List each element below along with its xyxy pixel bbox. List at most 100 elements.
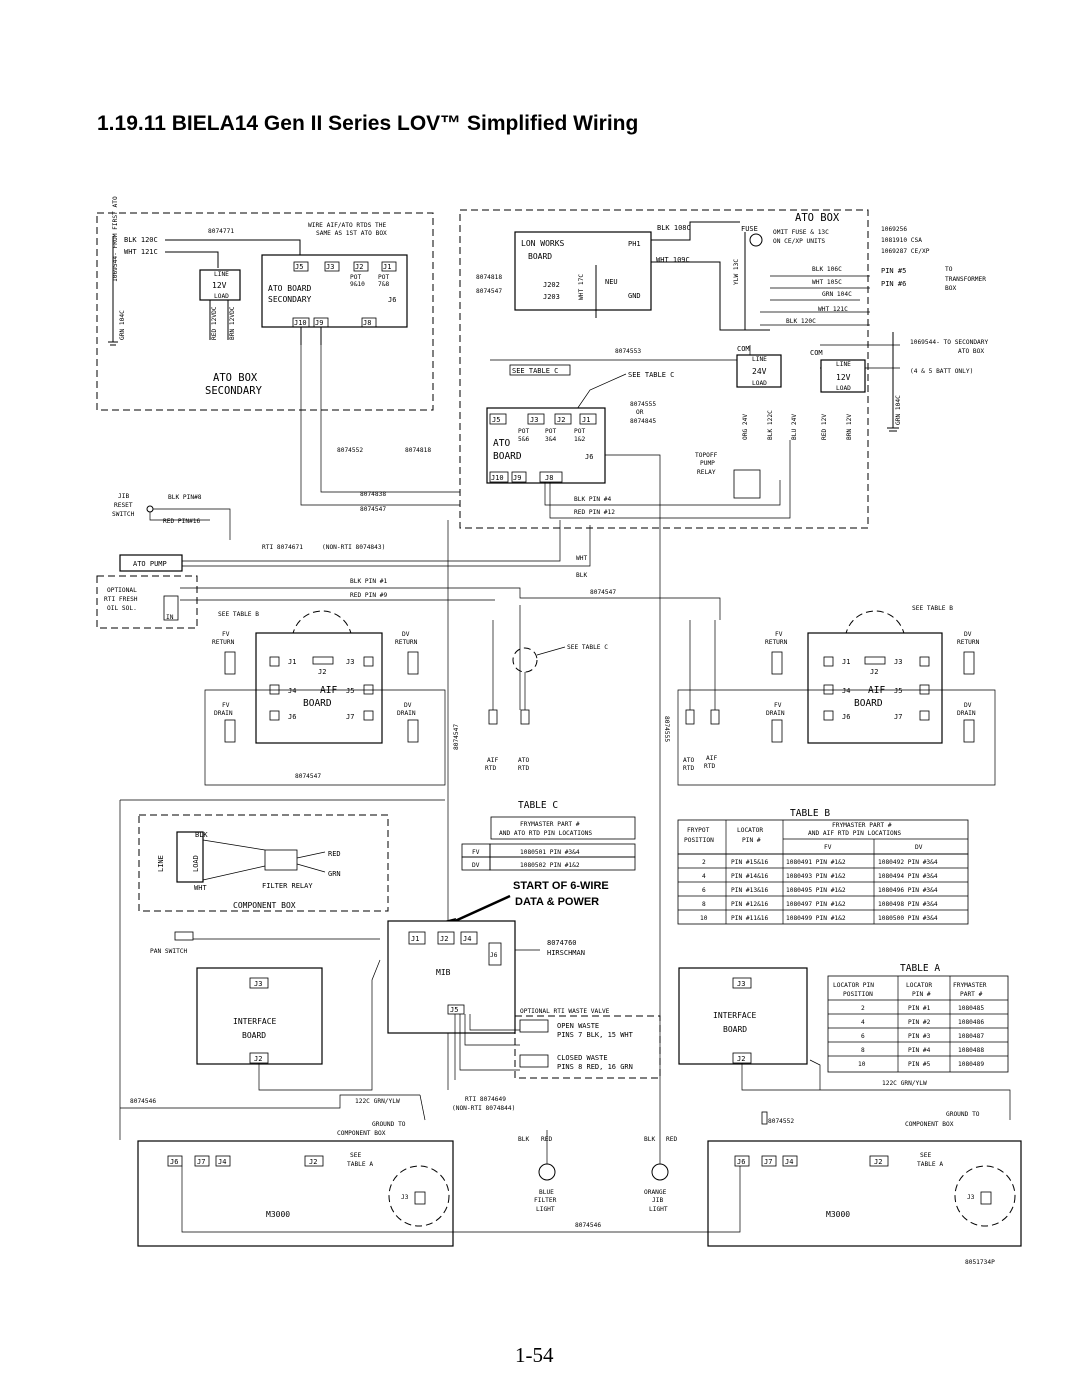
svg-text:OIL SOL.: OIL SOL. <box>107 605 137 612</box>
svg-text:J7: J7 <box>894 713 902 721</box>
indicator-lights: BLK RED BLK RED BLUE FILTER LIGHT ORANGE… <box>181 1130 741 1233</box>
svg-text:GROUND TO: GROUND TO <box>946 1111 980 1118</box>
svg-text:ATO: ATO <box>683 757 694 764</box>
svg-text:RED: RED <box>666 1136 677 1143</box>
m3000-right: J6 J7 J4 J2 SEE TABLE A J3 M3000 <box>707 1140 1022 1247</box>
filter-transformer <box>176 831 204 883</box>
svg-text:BLK: BLK <box>518 1136 529 1143</box>
svg-text:J5: J5 <box>295 263 303 271</box>
svg-text:POSITION: POSITION <box>684 837 714 844</box>
svg-text:BLK PIN#8: BLK PIN#8 <box>168 494 202 501</box>
svg-text:RTD: RTD <box>683 765 694 772</box>
svg-text:PIN #12&16: PIN #12&16 <box>731 901 769 908</box>
svg-text:FRYMASTER: FRYMASTER <box>953 982 987 989</box>
svg-text:SEE TABLE C: SEE TABLE C <box>567 644 608 651</box>
svg-text:DRAIN: DRAIN <box>214 710 233 717</box>
svg-text:MIB: MIB <box>436 968 451 977</box>
svg-text:GRN 104C: GRN 104C <box>822 291 852 298</box>
svg-text:9&10: 9&10 <box>350 281 365 288</box>
svg-text:BLK 122C: BLK 122C <box>767 410 774 440</box>
svg-text:J1: J1 <box>288 658 296 666</box>
ato-board-secondary <box>261 254 408 328</box>
svg-text:SEE TABLE B: SEE TABLE B <box>218 611 259 618</box>
svg-text:8: 8 <box>702 901 706 908</box>
svg-text:J3: J3 <box>326 263 334 271</box>
svg-text:J203: J203 <box>543 293 560 301</box>
svg-text:8074838: 8074838 <box>360 491 386 498</box>
svg-text:J5: J5 <box>346 687 354 695</box>
svg-text:BOARD: BOARD <box>242 1031 266 1040</box>
svg-text:8074760: 8074760 <box>547 939 577 947</box>
ato-pump <box>119 554 183 572</box>
svg-text:J7: J7 <box>197 1158 205 1166</box>
svg-text:BOARD: BOARD <box>854 698 883 709</box>
jib-reset-switch-icon <box>146 505 154 513</box>
svg-text:BLK PIN #4: BLK PIN #4 <box>574 496 612 503</box>
pan-switch <box>174 931 194 941</box>
blue-filter-light-icon <box>538 1163 556 1181</box>
svg-text:ATO: ATO <box>518 757 529 764</box>
svg-text:FRYMASTER PART #: FRYMASTER PART # <box>832 822 892 829</box>
svg-text:J1: J1 <box>842 658 850 666</box>
svg-text:1080487: 1080487 <box>958 1033 984 1040</box>
svg-text:FV: FV <box>472 849 480 856</box>
svg-text:YLW 13C: YLW 13C <box>733 259 740 285</box>
svg-text:1080491 PIN #1&2: 1080491 PIN #1&2 <box>786 859 846 866</box>
svg-text:FV: FV <box>222 631 230 638</box>
svg-text:1080500 PIN #3&4: 1080500 PIN #3&4 <box>878 915 938 922</box>
svg-text:SEE TABLE C: SEE TABLE C <box>628 371 674 379</box>
svg-text:POT: POT <box>545 428 556 435</box>
svg-text:PH1: PH1 <box>628 240 641 248</box>
mib: START OF 6-WIRE DATA & POWER J1 J2 J4 J6… <box>150 880 661 1112</box>
svg-text:J1: J1 <box>383 263 391 271</box>
svg-text:3&4: 3&4 <box>545 436 556 443</box>
svg-text:RETURN: RETURN <box>395 639 418 646</box>
rti-fresh-oil-solenoid <box>163 595 179 621</box>
svg-text:PIN #2: PIN #2 <box>908 1019 931 1026</box>
svg-text:8074555: 8074555 <box>630 401 656 408</box>
svg-text:BLK 108C: BLK 108C <box>657 224 691 232</box>
svg-text:J3: J3 <box>401 1194 409 1201</box>
svg-text:ORG 24V: ORG 24V <box>742 414 749 440</box>
svg-text:TABLE A: TABLE A <box>917 1161 943 1168</box>
svg-text:J2: J2 <box>254 1055 262 1063</box>
svg-text:ATO PUMP: ATO PUMP <box>133 560 167 568</box>
svg-text:OPTIONAL RTI WASTE VALVE: OPTIONAL RTI WASTE VALVE <box>520 1008 610 1015</box>
svg-text:J6: J6 <box>388 296 396 304</box>
svg-text:12V: 12V <box>836 373 851 382</box>
svg-text:J3: J3 <box>530 416 538 424</box>
svg-text:8074547: 8074547 <box>476 288 502 295</box>
svg-text:INTERFACE: INTERFACE <box>713 1011 757 1020</box>
svg-text:DV: DV <box>964 702 972 709</box>
svg-text:BRN 12V: BRN 12V <box>846 414 853 440</box>
svg-text:WHT 109C: WHT 109C <box>656 256 690 264</box>
svg-text:LOCATOR: LOCATOR <box>906 982 932 989</box>
svg-text:RESET: RESET <box>114 502 133 509</box>
svg-text:J10: J10 <box>491 474 504 482</box>
transformer-24v <box>736 354 782 388</box>
svg-text:PIN #: PIN # <box>912 991 931 998</box>
svg-text:ATO: ATO <box>493 438 510 449</box>
svg-text:J6: J6 <box>490 952 498 959</box>
svg-text:SECONDARY: SECONDARY <box>268 295 312 304</box>
svg-text:5&6: 5&6 <box>518 436 529 443</box>
svg-text:2: 2 <box>702 859 706 866</box>
note-line: WIRE AIF/ATO RTDS THE <box>308 222 387 229</box>
svg-text:ON CE/XP UNITS: ON CE/XP UNITS <box>773 238 825 245</box>
svg-text:RTD: RTD <box>485 765 496 772</box>
svg-text:J9: J9 <box>513 474 521 482</box>
svg-text:PIN #1: PIN #1 <box>908 1005 931 1012</box>
svg-text:J2: J2 <box>440 935 448 943</box>
svg-text:WHT: WHT <box>576 555 587 562</box>
svg-text:PIN #15&16: PIN #15&16 <box>731 859 769 866</box>
svg-text:J6: J6 <box>842 713 850 721</box>
svg-text:BOARD: BOARD <box>303 698 332 709</box>
svg-text:TRANSFORMER: TRANSFORMER <box>945 276 986 283</box>
svg-text:J10: J10 <box>294 319 307 327</box>
svg-text:J4: J4 <box>842 687 850 695</box>
svg-text:ATO BOARD: ATO BOARD <box>268 284 312 293</box>
svg-text:BOARD: BOARD <box>723 1025 747 1034</box>
svg-text:8074552: 8074552 <box>337 447 363 454</box>
svg-text:J6: J6 <box>737 1158 745 1166</box>
svg-text:2: 2 <box>861 1005 865 1012</box>
